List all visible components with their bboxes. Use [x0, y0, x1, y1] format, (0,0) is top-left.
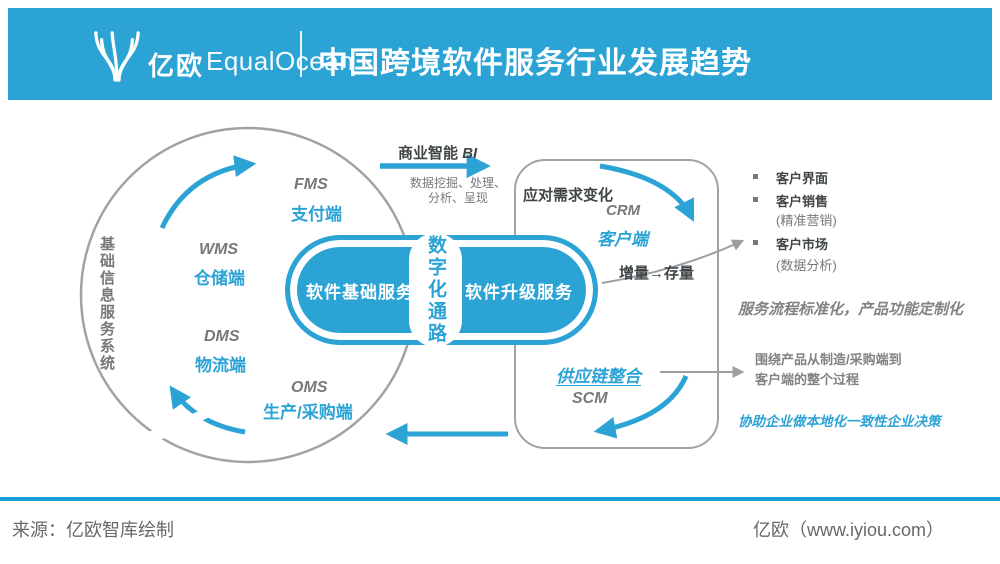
decision-note: 协助企业做本地化一致性企业决策 — [738, 414, 941, 429]
scm-abbr: SCM — [572, 390, 608, 407]
crm-arrow-icon — [599, 163, 695, 222]
bi-desc-line2: 分析、呈现 — [427, 191, 488, 205]
volume-note: 增量→存量 — [619, 265, 695, 282]
bi-abbr: BI — [462, 145, 478, 162]
bullet-item-2-sub: (精准营销) — [776, 213, 837, 228]
process-note-line2: 客户端的整个过程 — [755, 372, 860, 387]
capsule-right-label: 软件升级服务 — [465, 282, 573, 302]
bullet-icon — [753, 174, 758, 179]
white-swoosh-bottom-icon — [2, 341, 337, 494]
bi-name: 商业智能 — [398, 145, 459, 162]
node-fms-label: 支付端 — [291, 205, 342, 224]
crm-abbr: CRM — [606, 202, 641, 219]
connector-to-bullets — [601, 239, 745, 284]
bullet-item-1: 客户界面 — [776, 171, 829, 186]
scm-arrow-icon — [593, 374, 689, 439]
bullet-icon — [753, 197, 758, 202]
supply-heading: 供应链整合 — [556, 367, 641, 386]
process-note-line1: 围绕产品从制造/采购端到 — [755, 352, 902, 367]
node-wms-label: 仓储端 — [194, 269, 245, 288]
node-oms-abbr: OMS — [291, 379, 328, 396]
node-dms-abbr: DMS — [204, 328, 240, 345]
header-divider — [300, 31, 302, 77]
bullet-item-3: 客户市场 — [776, 237, 829, 252]
equalocean-logo-icon — [94, 31, 140, 82]
footer-source: 来源：亿欧智库绘制 — [12, 520, 174, 540]
capsule-left-label: 软件基础服务 — [306, 282, 414, 302]
diagram-stage: 基础信息服务系统 FMS 支付端 WMS 仓储端 DMS 物流端 OMS 生产/… — [0, 100, 1000, 500]
white-swoosh-top-icon — [781, 167, 905, 252]
brand-name-en: EqualOcean — [206, 46, 355, 76]
capsule-center-label: 数字化通路 — [425, 235, 446, 345]
page-title: 中国跨境软件服务行业发展趋势 — [318, 47, 752, 80]
bi-desc-line1: 数据挖掘、处理、 — [409, 176, 506, 190]
bullet-item-3-sub: (数据分析) — [776, 258, 837, 273]
bullet-item-2: 客户销售 — [776, 194, 829, 209]
footer-site: 亿欧（www.iyiou.com） — [752, 520, 944, 540]
crm-label: 客户端 — [597, 230, 648, 249]
node-dms-label: 物流端 — [195, 356, 246, 375]
cycle-axis-label: 基础信息服务系统 — [98, 236, 115, 372]
footer-divider — [0, 497, 1000, 501]
cycle-arrow-top-icon — [159, 155, 257, 230]
bi-description: 数据挖掘、处理、 分析、呈现 — [386, 176, 530, 206]
service-note: 服务流程标准化，产品功能定制化 — [738, 301, 964, 318]
bi-title: 商业智能 BI — [398, 142, 477, 163]
process-note: 围绕产品从制造/采购端到 客户端的整个过程 — [755, 350, 902, 390]
demand-heading: 应对需求变化 — [523, 187, 614, 204]
digital-path-capsule: 软件基础服务 数字化通路 软件升级服务 — [285, 233, 598, 347]
header-bar: 亿欧 EqualOcean 中国跨境软件服务行业发展趋势 — [8, 8, 992, 100]
node-wms-abbr: WMS — [199, 241, 239, 258]
capsule-center-band: 数字化通路 — [409, 233, 462, 347]
node-oms-label: 生产/采购端 — [263, 403, 353, 422]
bullet-icon — [753, 240, 758, 245]
brand-name-cn: 亿欧 — [148, 51, 205, 81]
node-fms-abbr: FMS — [294, 176, 328, 193]
